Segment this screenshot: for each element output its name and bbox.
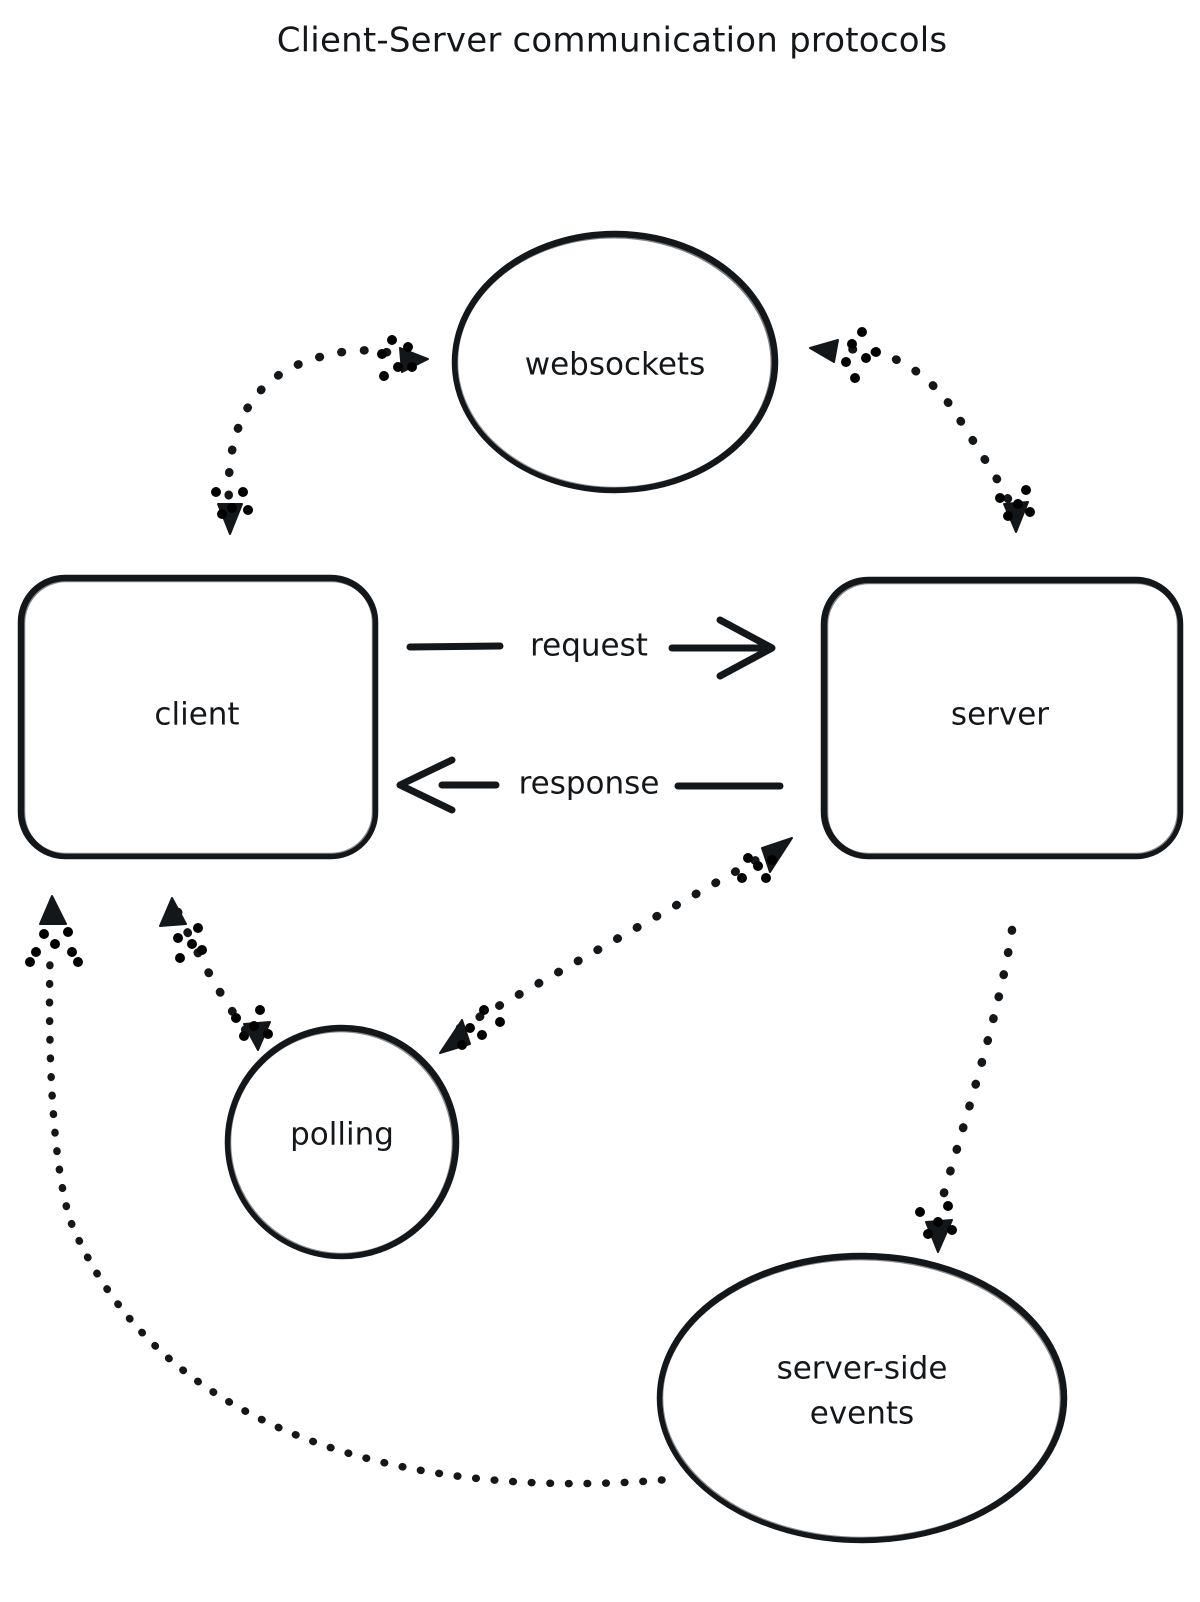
edge-label-backdrop	[512, 763, 666, 804]
edge-sse-client[interactable]	[25, 895, 666, 1488]
edge-client-websockets[interactable]	[211, 335, 429, 535]
arrowhead-left-websockets	[809, 339, 839, 363]
node-server-side-events[interactable]: server-side events	[656, 1252, 1068, 1544]
edge-response-label: response	[519, 766, 660, 802]
node-polling-label: polling	[290, 1117, 394, 1153]
node-client-label: client	[154, 697, 239, 733]
edge-label-backdrop	[524, 625, 654, 666]
edge-polling-server[interactable]	[439, 837, 793, 1054]
edge-client-polling[interactable]	[159, 897, 273, 1051]
node-server-label: server	[951, 697, 1049, 733]
arrowhead-up-client-polling	[159, 897, 187, 927]
node-websockets-label: websockets	[525, 347, 706, 383]
edge-request[interactable]: request	[406, 616, 776, 680]
arrow-feather-polling-top	[231, 1005, 273, 1041]
arrow-feather-client-sse	[25, 927, 83, 967]
arrow-feather-server-polling	[737, 853, 777, 883]
arrow-feather-sse	[915, 1201, 957, 1239]
edge-websockets-server[interactable]	[809, 327, 1035, 533]
arrow-feather-client-ws	[211, 487, 253, 519]
arrow-feather-client-polling	[173, 923, 207, 963]
node-sse-label-line1: server-side	[777, 1351, 948, 1387]
edge-response[interactable]: response	[396, 756, 784, 814]
arrow-feather-ws-left	[377, 335, 417, 381]
arrowhead-server-from-polling	[761, 837, 793, 873]
edge-server-sse[interactable]	[915, 925, 1017, 1253]
diagram-title: Client-Server communication protocols	[277, 21, 948, 61]
node-polling[interactable]: polling	[224, 1024, 460, 1260]
node-client[interactable]: client	[17, 574, 379, 860]
arrow-feather-polling-right	[457, 1005, 505, 1050]
arrow-feather-server-ws	[995, 485, 1035, 521]
arrowhead-up-client-sse	[39, 895, 67, 925]
node-sse-label-line2: events	[810, 1396, 914, 1432]
node-websockets[interactable]: websockets	[451, 230, 779, 494]
arrow-feather-ws-right	[841, 327, 881, 383]
node-server[interactable]: server	[820, 576, 1184, 860]
edge-request-label: request	[530, 628, 648, 664]
